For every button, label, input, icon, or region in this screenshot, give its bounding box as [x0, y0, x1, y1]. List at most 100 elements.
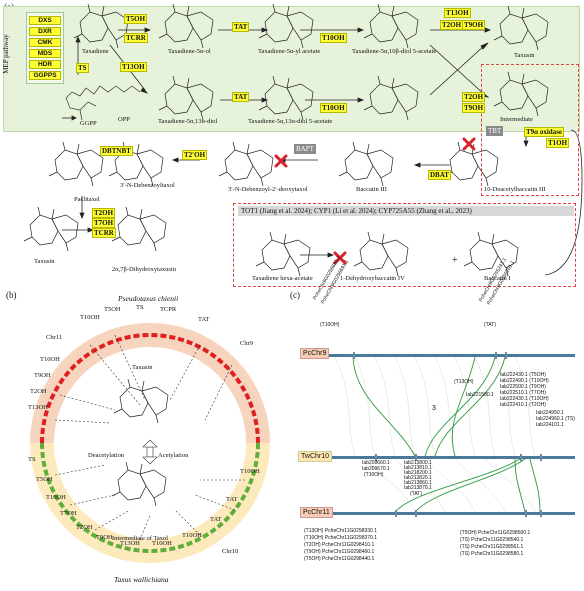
- mep-enzyme: MDS: [29, 49, 61, 58]
- gene-tag-t13oh: (T13OH): [454, 379, 474, 385]
- gene-id: Iab213800.1: [404, 460, 432, 466]
- enzyme-tcrr: TCRR: [124, 33, 148, 43]
- gene-label: TAT: [198, 316, 210, 323]
- enzyme-t10oh-b: T10OH: [320, 103, 347, 113]
- mep-enzyme: CMK: [29, 38, 61, 47]
- enzyme-ts: TS: [76, 63, 89, 73]
- enzyme-t13oh-a: T13OH: [120, 62, 147, 72]
- enzyme-t2p-oh: T2′OH: [182, 150, 208, 160]
- gene-id: Iab224101.1: [536, 422, 564, 428]
- chr-label-tw10: TwChr10: [298, 451, 333, 462]
- compound-intermediate: Intermediate: [500, 116, 533, 123]
- compound-taxadiene-diol-10b: Taxadiene-5α,10β-diol 5-acetate: [352, 48, 437, 55]
- compound-dehydroxybaccatin: 1-Dehydroxybaccatin IV: [340, 275, 405, 282]
- enzyme-t9oh-a: T9OH: [462, 20, 486, 30]
- mep-enzyme: HDR: [29, 60, 61, 69]
- compound-taxadiene-5a-ol: Taxadiene-5α-ol: [168, 48, 211, 55]
- enzyme-tat-a: TAT: [232, 22, 250, 32]
- gene-id: Iab224950.1: [536, 410, 564, 416]
- panel-b-ring: [30, 323, 270, 563]
- gene-tag: (TAT): [484, 322, 497, 328]
- compound-paclitaxel: Paclitaxel: [74, 196, 100, 203]
- gene-id: Iab213810.1: [404, 465, 432, 471]
- gene-label: T5OH: [104, 306, 121, 313]
- gene-id: (TS) PcheChr11G0298561.1: [460, 544, 524, 550]
- enzyme-tbt: TBT: [486, 126, 504, 136]
- species-top: Pseudotaxus chienii: [118, 294, 179, 303]
- gene-label: T10OH: [240, 468, 260, 475]
- compound-taxadiene-5a13a-diol-acetate: Taxadiene-5α,13α-diol 5-acetate: [248, 118, 333, 125]
- enzyme-t1oh: T1OH: [546, 138, 570, 148]
- gene-label: T10OH: [182, 532, 202, 539]
- gene-id: Iab213820.1: [404, 475, 432, 481]
- mep-enzyme: DXR: [29, 27, 61, 36]
- gene-label: T9OH: [96, 534, 113, 541]
- gene-id: Iab222430.1 (T10OH): [500, 396, 549, 402]
- intermediate-dashed-box: [481, 64, 579, 196]
- acetylation-label: Acetylation: [158, 452, 189, 459]
- enzyme-tcrr-c: TCRR: [92, 228, 116, 238]
- gene-id: (T5OH) PcheChr11G0298500.1: [460, 530, 531, 536]
- gene-id: Iab221580.1: [466, 392, 494, 398]
- enzyme-dbtnbt: DBTNBT: [100, 146, 133, 156]
- gene-id: Iab222490.1 (T10OH): [500, 378, 549, 384]
- compound-taxadiene-5a-yl-acetate: Taxadiene-5α-yl acetate: [258, 48, 321, 55]
- enzyme-t9oh-b: T9OH: [462, 103, 486, 113]
- gene-tag: (TAT): [410, 491, 423, 497]
- mep-enzyme: GGPPS: [29, 71, 61, 80]
- gene-tag: (T10OH): [320, 322, 340, 328]
- gene-label: T10OH: [152, 540, 172, 547]
- enzyme-t10oh-a: T10OH: [320, 33, 347, 43]
- gene-label: TS: [136, 304, 144, 311]
- chr-label-pc11: PcChr11: [300, 507, 333, 518]
- references-bar: TOT1 (Jiang et al. 2024); CYP1 (Li et al…: [238, 206, 574, 216]
- gene-id: Iab213860.1: [404, 480, 432, 486]
- gene-id: Iab209670.1: [362, 466, 390, 472]
- references-dashed-box: [233, 203, 576, 287]
- gene-label: T10OH: [40, 356, 60, 363]
- enzyme-bapt: BAPT: [294, 144, 316, 154]
- species-bottom: Taxus wallichiana: [114, 575, 169, 584]
- gene-id: Iab224960.1 (TS): [536, 416, 575, 422]
- enzyme-dbat: DBAT: [428, 170, 451, 180]
- enzyme-t2oh-a: T2OH: [440, 20, 464, 30]
- chr-label-pc9: PcChr9: [300, 348, 330, 359]
- synteny-number: 3: [432, 405, 436, 412]
- enzyme-t5oh: T5OH: [124, 14, 148, 24]
- chr-bottom: Chr10: [222, 548, 239, 555]
- gene-label: T2OH: [76, 524, 93, 531]
- gene-id: (T9OH) PcheChr11G0298460.1: [304, 549, 375, 555]
- ggpp-label: GGPP: [80, 120, 97, 127]
- gene-label: T10OH: [80, 314, 100, 321]
- gene-label: T9OH: [34, 372, 51, 379]
- gene-id: Iab213870.1: [404, 485, 432, 491]
- deacetylation-label: Deacetylation: [88, 452, 125, 459]
- gene-id: (T2OH) PcheChr11G0298410.1: [304, 542, 375, 548]
- gene-label: T13OH: [28, 404, 48, 411]
- compound-baccatin-iii: Baccatin III: [356, 186, 387, 193]
- compound-dihydroxytaxusin: 2α,7β-Dihydroxytaxusin: [112, 266, 176, 273]
- gene-id: Iab222510.1 (T7OH): [500, 390, 546, 396]
- gene-label: T10OH: [46, 494, 66, 501]
- taxusin-center-label: Taxusin: [132, 364, 153, 371]
- enzyme-t13oh-b: T13OH: [444, 8, 471, 18]
- panel-b-label: (b): [6, 290, 17, 300]
- gene-id: Iab209660.1: [362, 460, 390, 466]
- gene-id: Iab218200.1: [404, 470, 432, 476]
- compound-taxadiene-hexa-acetate: Taxadiene hexa-acetate: [252, 275, 313, 282]
- gene-id: (TS) PcheChr11G0298540.1: [460, 537, 524, 543]
- panel-c-synteny: [325, 352, 575, 517]
- gene-id: (T13OH) PcheChr11G0298330.1: [304, 528, 378, 534]
- enzyme-t2oh-c: T2OH: [92, 208, 116, 218]
- gene-id: Iab222410.1 (T2OH): [500, 402, 546, 408]
- enzyme-t9a-oxidase: T9α oxidase: [524, 127, 564, 137]
- compound-taxadiene-5a13a-diol: Taxadiene-5α,13α-diol: [158, 118, 218, 125]
- compound-taxusin-2: Taxusin: [34, 258, 55, 265]
- gene-label: T2OH: [30, 388, 47, 395]
- gene-tag: (T10OH): [364, 472, 384, 478]
- gene-label: TAT: [226, 496, 238, 503]
- gene-id: (T5OH) PcheChr11G0298440.1: [304, 556, 375, 562]
- compound-taxusin: Taxusin: [514, 52, 535, 59]
- compound-10-deacetylbaccatin: 10-Deacetylbaccatin III: [484, 186, 546, 193]
- mep-enzyme: DXS: [29, 16, 61, 25]
